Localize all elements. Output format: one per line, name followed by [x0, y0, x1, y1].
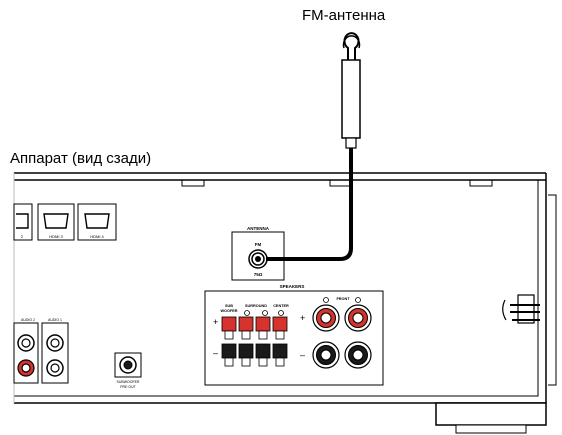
sub-label: SUB	[225, 304, 233, 308]
power-cord	[502, 294, 540, 324]
fm-antenna	[341, 32, 361, 149]
hdmi-ports: 2 HDMI 3 HDMI 4	[13, 203, 117, 241]
antenna-terminal: ANTENNA FM 75Ω	[231, 226, 285, 281]
fm-antenna-label: FM-антенна	[302, 7, 386, 24]
antenna-title: ANTENNA	[247, 226, 270, 231]
woofer-label: WOOFER	[220, 309, 237, 313]
antenna-cable	[266, 148, 353, 261]
device-foot	[435, 402, 547, 426]
minus-label-left: –	[213, 348, 218, 358]
subwoofer-label: SUBWOOFER	[117, 380, 140, 384]
audio-2-label: AUDIO 2	[21, 318, 35, 322]
hdmi-4-label: HDMI 4	[90, 234, 104, 239]
plus-label-left: +	[213, 317, 218, 327]
audio-rca-inputs: AUDIO 2 AUDIO 1	[13, 318, 69, 384]
front-label: FRONT	[336, 297, 350, 301]
speaker-terminals: SPEAKERS SUB WOOFER SURROUND CENTER + – …	[204, 284, 384, 386]
subwoofer-pre-out: SUBWOOFER PRE OUT	[114, 352, 142, 389]
device-rear-label: Аппарат (вид сзади)	[10, 150, 152, 167]
hdmi-2-label: 2	[21, 234, 24, 239]
surround-label: SURROUND	[245, 304, 267, 308]
center-label: CENTER	[273, 304, 289, 308]
rear-panel	[13, 172, 557, 434]
antenna-fm-label: FM	[255, 242, 262, 247]
antenna-ohm-label: 75Ω	[254, 272, 263, 277]
speakers-title: SPEAKERS	[280, 284, 305, 289]
pre-out-label: PRE OUT	[120, 385, 136, 389]
audio-1-label: AUDIO 1	[48, 318, 62, 322]
hdmi-3-label: HDMI 3	[49, 234, 63, 239]
plus-label-front: +	[300, 313, 305, 323]
minus-label-front: –	[300, 350, 305, 360]
fm-antenna-plug	[341, 59, 361, 139]
